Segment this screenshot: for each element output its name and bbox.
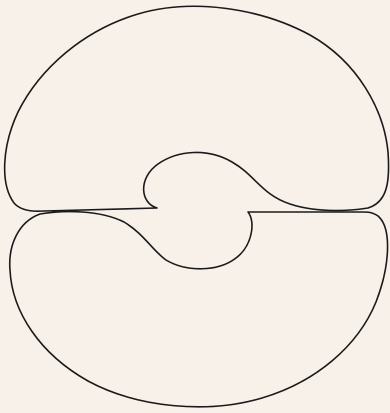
figure-canvas <box>0 0 390 413</box>
figure-background <box>0 0 390 413</box>
